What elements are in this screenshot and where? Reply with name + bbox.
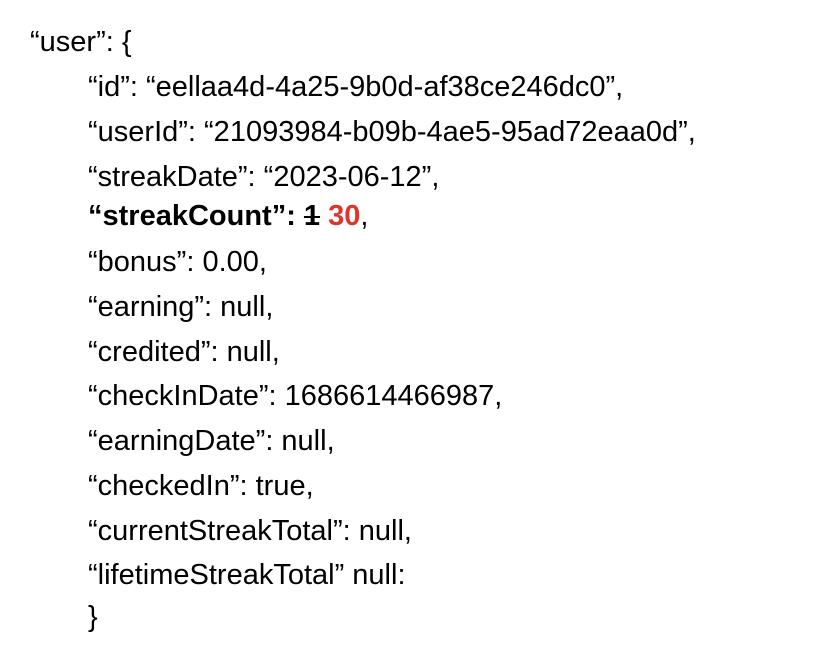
json-line-lifetimestreaktotal: “lifetimeStreakTotal” null: <box>88 559 406 591</box>
streakcount-old-value: 1 <box>303 200 321 232</box>
json-line-currentstreaktotal: “currentStreakTotal”: null, <box>88 515 412 547</box>
streakcount-trailing: , <box>360 200 369 232</box>
json-line-earning: “earning”: null, <box>88 291 274 323</box>
json-line-userid: “userId”: “21093984-b09b-4ae5-95ad72eaa0… <box>88 116 696 148</box>
json-line-id: “id”: “eellaa4d-4a25-9b0d-af38ce246dc0”, <box>88 71 624 103</box>
json-line-bonus: “bonus”: 0.00, <box>88 246 267 278</box>
json-line-checkindate: “checkInDate”: 1686614466987, <box>88 380 503 412</box>
json-line-checkedin: “checkedIn”: true, <box>88 470 314 502</box>
json-close-line: } <box>88 601 98 633</box>
json-line-credited: “credited”: null, <box>88 336 280 368</box>
streakcount-new-value: 30 <box>328 200 361 232</box>
json-line-earningdate: “earningDate”: null, <box>88 425 335 457</box>
json-open-line: “user”: { <box>30 26 132 58</box>
json-line-streakcount: “streakCount”: 1 30, <box>88 196 368 236</box>
streakcount-key: “streakCount”: <box>88 200 304 232</box>
json-line-streakdate: “streakDate”: “2023-06-12”, <box>88 161 440 193</box>
